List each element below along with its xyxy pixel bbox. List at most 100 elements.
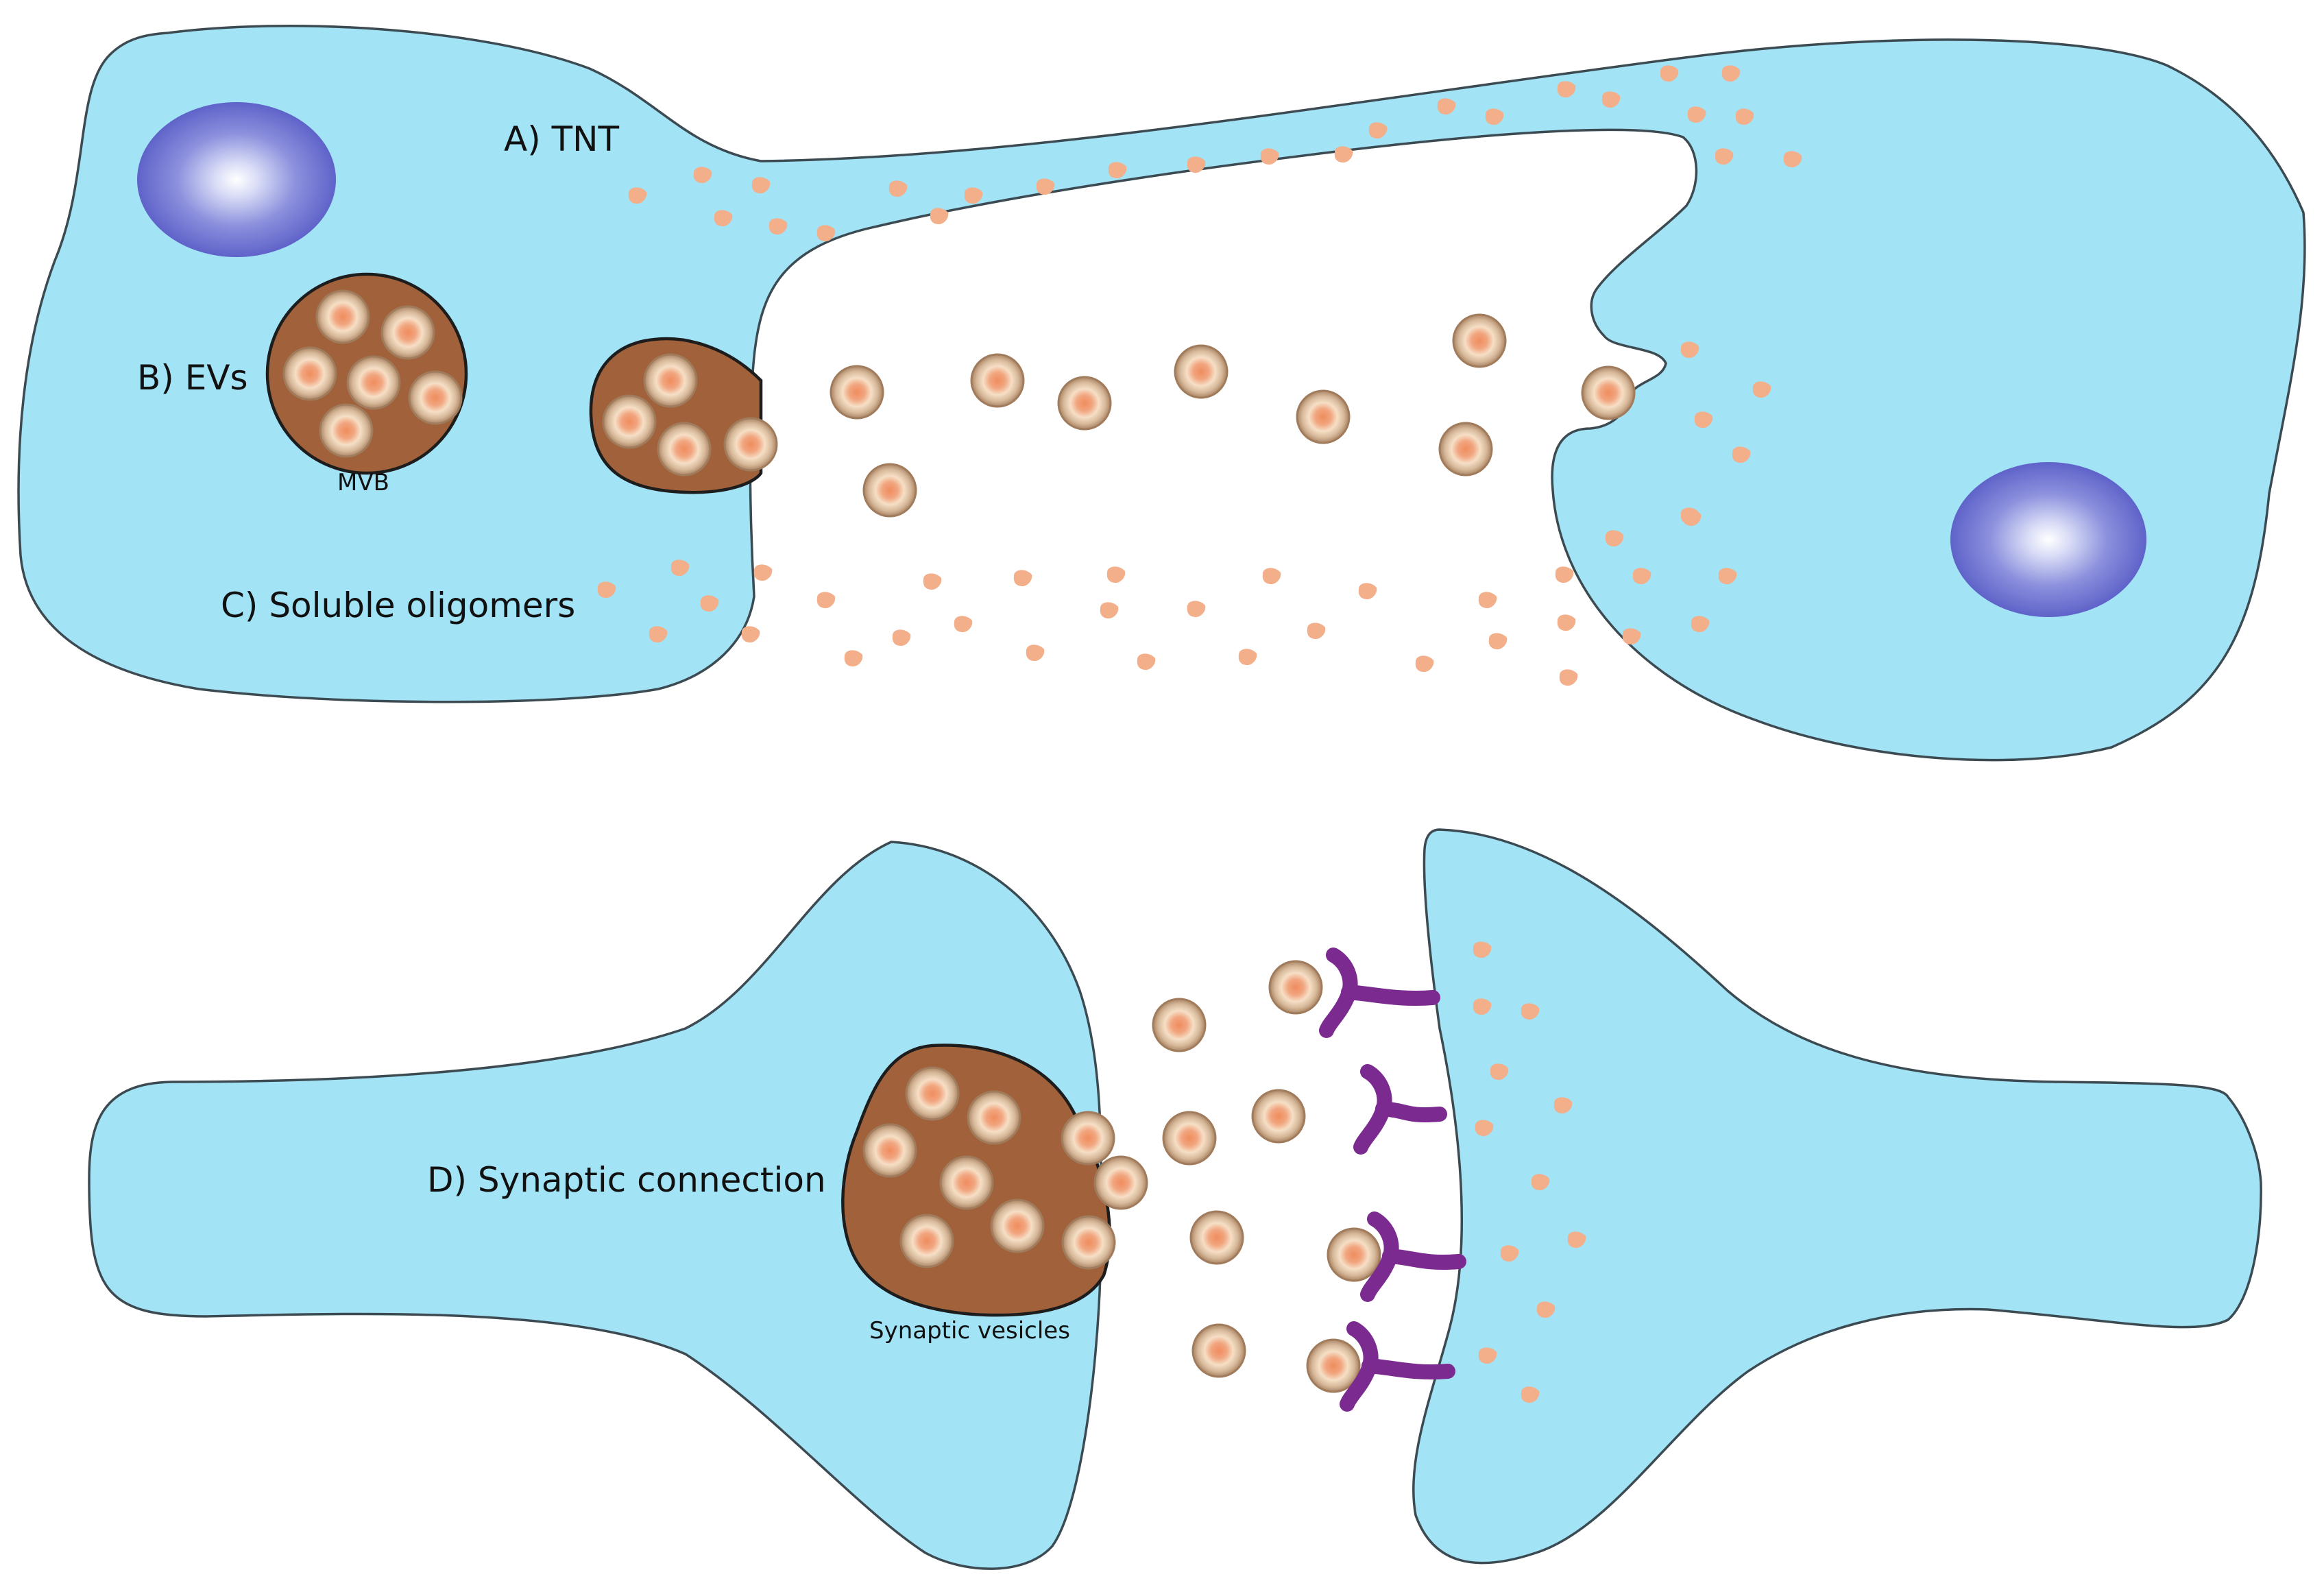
- synaptic-vesicle: [1061, 1215, 1116, 1270]
- oligomer: [1715, 148, 1734, 165]
- oligomer: [1478, 592, 1497, 609]
- oligomer: [1557, 81, 1576, 98]
- budding-vesicle: [723, 417, 778, 472]
- receptor: [1340, 1321, 1455, 1412]
- oligomer: [1260, 148, 1279, 165]
- label-synaptic-vesicles: Synaptic vesicles: [869, 1317, 1070, 1344]
- nucleus-right: [1950, 462, 2146, 617]
- oligomer: [816, 225, 836, 242]
- oligomer: [1478, 1347, 1497, 1364]
- oligomer: [1100, 602, 1119, 619]
- oligomer: [964, 187, 983, 204]
- receptor: [1353, 1064, 1447, 1155]
- oligomer: [1307, 623, 1326, 640]
- label-tnt: A) TNT: [504, 119, 620, 159]
- oligomer: [1358, 583, 1377, 600]
- released-vesicle: [1306, 1338, 1361, 1393]
- oligomer: [1521, 1386, 1540, 1403]
- oligomer: [1536, 1301, 1556, 1318]
- synaptic-vesicle: [990, 1198, 1045, 1253]
- exosome: [830, 365, 884, 420]
- postsynaptic-terminal: [1412, 828, 2262, 1565]
- free-vesicles: [602, 313, 1636, 1393]
- label-soluble-oligomers: C) Soluble oligomers: [221, 586, 575, 625]
- receptor: [1319, 948, 1440, 1038]
- oligomer: [1531, 1174, 1550, 1191]
- oligomer: [741, 626, 760, 643]
- oligomer: [1437, 98, 1456, 115]
- receptor: [1360, 1211, 1466, 1302]
- released-vesicle: [1162, 1111, 1217, 1166]
- exosome: [1438, 422, 1493, 477]
- oligomer: [751, 177, 771, 194]
- oligomer: [1632, 568, 1651, 585]
- released-vesicle: [1152, 998, 1207, 1052]
- oligomer: [1732, 446, 1751, 463]
- oligomer: [1783, 151, 1802, 168]
- label-synaptic-connection: D) Synaptic connection: [427, 1160, 826, 1200]
- oligomer: [1553, 1097, 1573, 1114]
- exosome: [1174, 344, 1228, 399]
- oligomer: [1521, 1003, 1540, 1020]
- mvb-vesicle: [319, 403, 374, 458]
- oligomer: [693, 167, 712, 184]
- oligomer: [1500, 1245, 1519, 1262]
- mvb-vesicle: [282, 346, 337, 401]
- released-vesicle: [1251, 1089, 1306, 1144]
- oligomer: [670, 559, 690, 577]
- oligomer: [1691, 616, 1710, 633]
- oligomer: [1718, 568, 1737, 585]
- oligomer: [1368, 122, 1388, 139]
- oligomer: [930, 208, 949, 225]
- oligomer: [1334, 146, 1353, 163]
- oligomer: [700, 595, 719, 612]
- budding-vesicle: [643, 353, 698, 408]
- oligomer: [1415, 655, 1434, 673]
- oligomer: [954, 616, 973, 633]
- oligomer: [1106, 566, 1126, 583]
- oligomer: [1137, 653, 1156, 671]
- oligomer: [1013, 570, 1032, 587]
- oligomer: [1735, 108, 1754, 125]
- oligomer: [1490, 1063, 1509, 1081]
- mvb-vesicle: [380, 305, 435, 360]
- oligomer: [1026, 644, 1045, 662]
- mvb-vesicle: [346, 355, 401, 410]
- oligomer: [1262, 568, 1281, 585]
- oligomer: [888, 180, 908, 197]
- synaptic-vesicle: [905, 1066, 960, 1121]
- oligomer: [1473, 941, 1492, 958]
- exosome: [862, 463, 917, 518]
- oligomer: [1680, 507, 1699, 524]
- oligomer: [1605, 530, 1624, 547]
- oligomer: [844, 650, 863, 667]
- oligomer: [753, 564, 773, 581]
- oligomer: [1680, 341, 1699, 359]
- oligomer: [1475, 1120, 1494, 1137]
- exosome: [1296, 389, 1351, 444]
- synaptic-vesicle: [862, 1123, 917, 1178]
- oligomer: [1187, 156, 1206, 173]
- synaptic-vesicle: [967, 1090, 1021, 1145]
- oligomer: [816, 592, 836, 609]
- mvb-budding: [589, 337, 763, 494]
- mvb-vesicle: [315, 289, 370, 344]
- oligomer: [1567, 1231, 1586, 1249]
- released-vesicle: [1189, 1210, 1244, 1265]
- exosome: [970, 353, 1025, 408]
- released-vesicle: [1268, 960, 1323, 1015]
- oligomer: [1559, 669, 1578, 686]
- oligomer: [649, 626, 668, 643]
- oligomer: [1721, 65, 1741, 82]
- exosome: [1581, 365, 1636, 420]
- mvb-vesicle: [408, 370, 463, 425]
- exosome: [1057, 376, 1112, 431]
- oligomer: [1622, 628, 1641, 645]
- exosome: [1452, 313, 1507, 368]
- oligomer: [1108, 162, 1127, 179]
- oligomer: [1187, 601, 1206, 618]
- released-vesicle: [1093, 1155, 1148, 1210]
- oligomer: [1473, 998, 1492, 1015]
- oligomer: [1601, 91, 1621, 108]
